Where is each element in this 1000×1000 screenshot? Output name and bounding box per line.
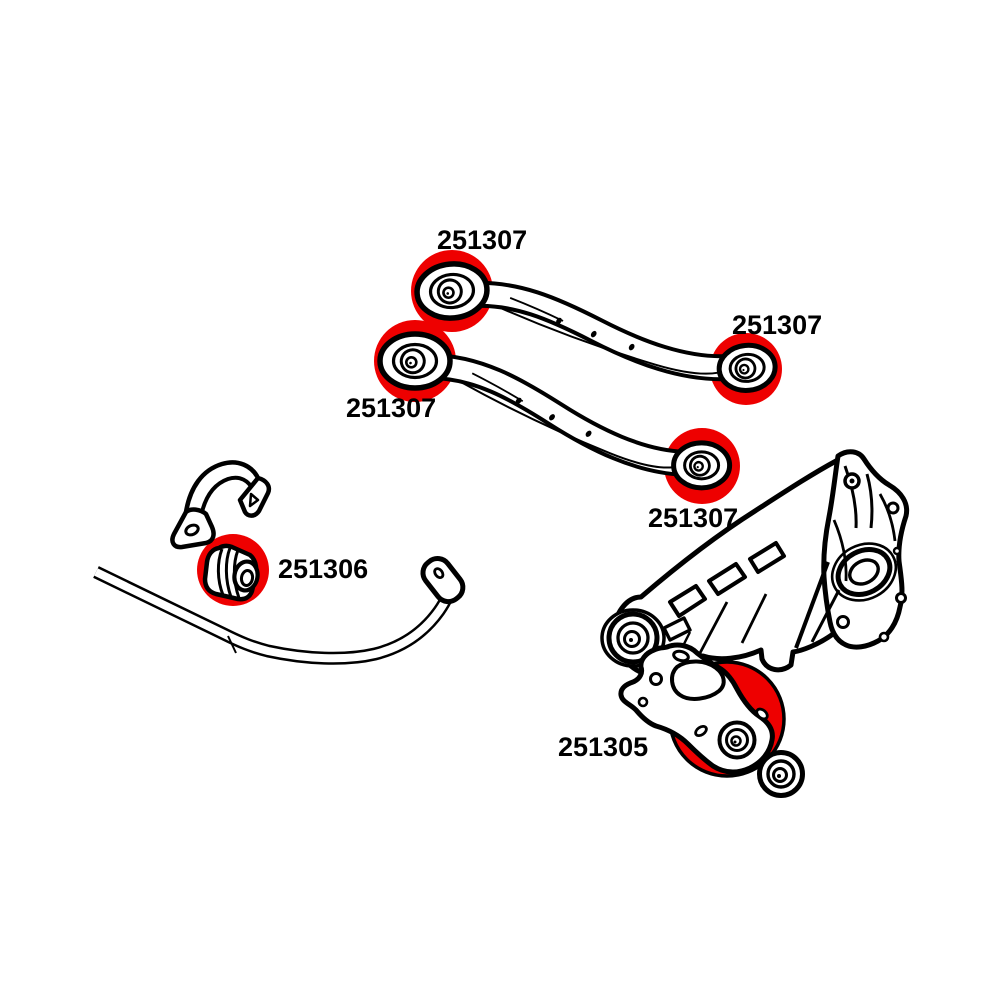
trailing-arm-assembly [600,449,910,798]
part-label-251307-1: 251307 [437,225,528,255]
part-label-251307-2: 251307 [732,310,823,340]
part-label-251306: 251306 [278,554,369,584]
anti-roll-bar-bushing [197,534,269,606]
brace-strut [810,589,841,643]
hub-carrier [821,449,910,650]
part-label-251307-3: 251307 [346,393,437,423]
bar-bend-crease [227,635,237,654]
washer [757,750,805,798]
trailing-arm-front-eye [600,608,666,668]
front-mount-bracket [618,642,775,775]
brace-strut [794,561,830,649]
anti-roll-bar-clamp [170,460,272,550]
anti-roll-bar-end-eye [420,556,466,605]
anti-roll-bar [93,556,466,665]
part-label-251307-4: 251307 [648,503,739,533]
part-label-251305: 251305 [558,732,649,762]
